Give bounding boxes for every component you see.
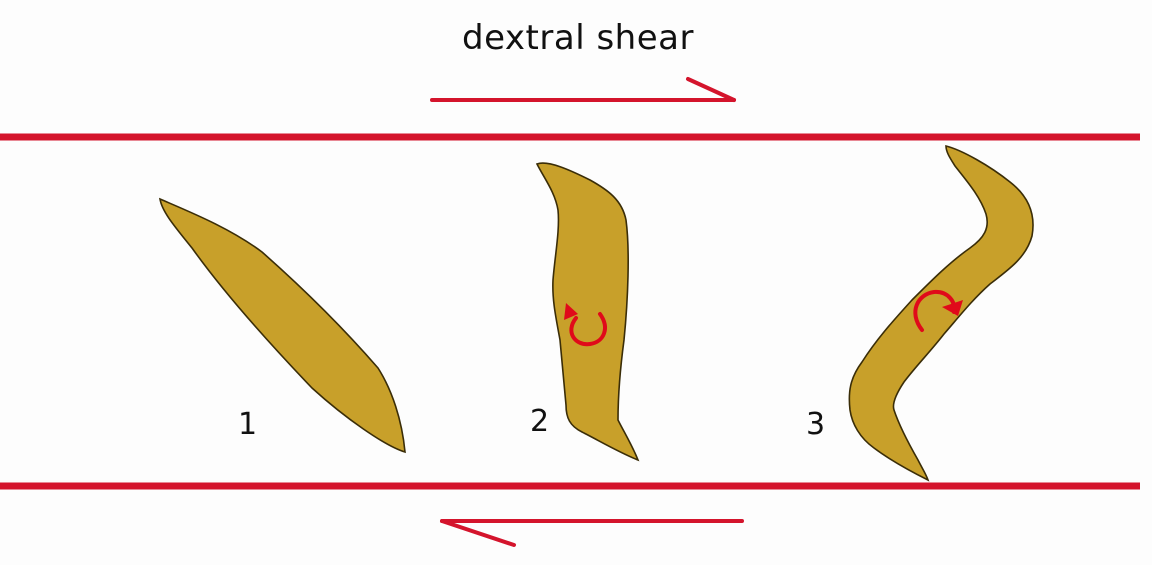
grain-1 bbox=[158, 197, 406, 454]
stage-1-label: 1 bbox=[238, 407, 258, 442]
grain-2 bbox=[535, 162, 640, 462]
rotation-arrow-icon bbox=[913, 289, 963, 332]
stage-3-label: 3 bbox=[806, 407, 826, 442]
diagram-title: dextral shear bbox=[462, 18, 694, 58]
stage-2-label: 2 bbox=[530, 404, 550, 439]
grain-3 bbox=[848, 144, 1034, 482]
top-shear-arrow bbox=[430, 77, 736, 102]
bottom-shear-arrow bbox=[440, 519, 744, 547]
rotation-arrow-icon bbox=[564, 303, 607, 347]
